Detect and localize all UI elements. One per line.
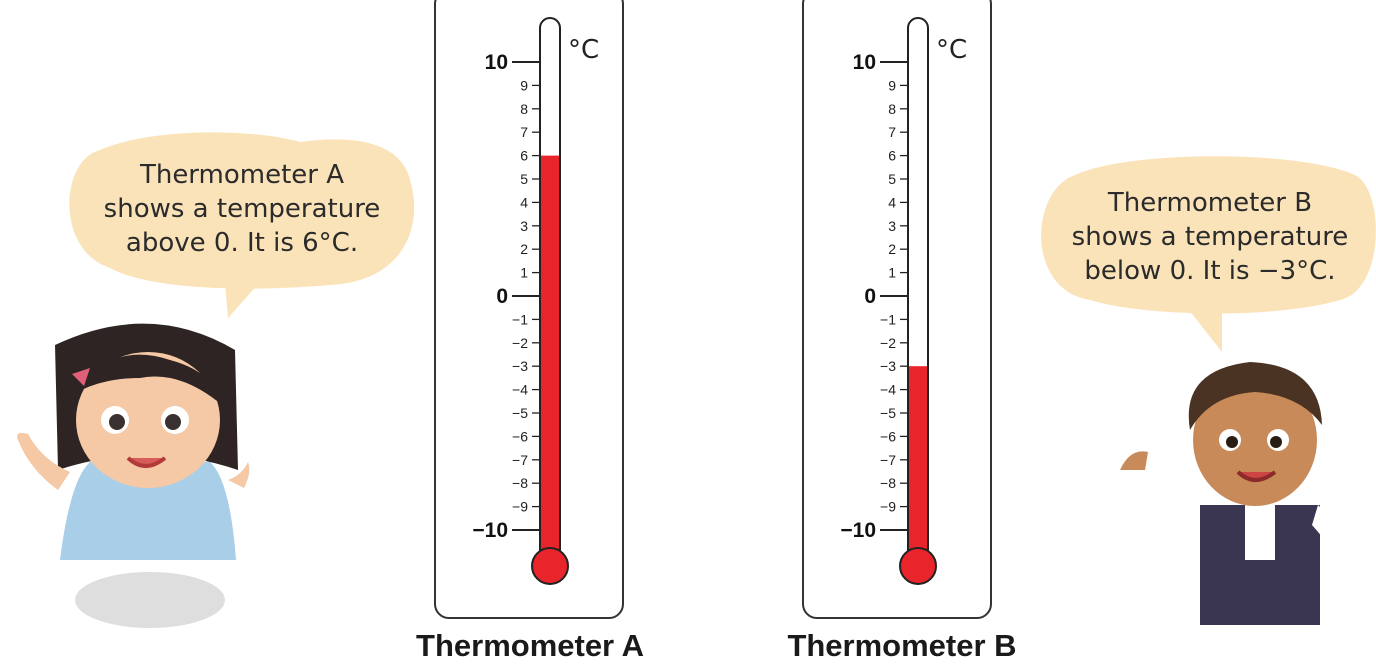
speech-bubble-b-text: Thermometer B shows a temperature below … <box>1040 186 1376 288</box>
thermometer-a-tick-label: 1 <box>520 265 528 281</box>
thermometer-a-frame <box>434 0 624 619</box>
thermometer-b-tick-label: −1 <box>880 311 896 327</box>
thermometer-b-tick-label: 3 <box>888 218 896 234</box>
bubble-b-line-3: below 0. It is −3°C. <box>1084 256 1336 286</box>
thermometer-a-tick-label: −1 <box>512 311 528 327</box>
girl-character-illustration <box>17 323 250 628</box>
thermometer-b-tick-label: −3 <box>880 358 896 374</box>
thermometer-a-tick-label: 7 <box>520 124 528 140</box>
bubble-a-line-3: above 0. It is 6°C. <box>125 228 359 258</box>
thermometer-b-tick-label: −7 <box>880 452 896 468</box>
thermometer-b-tick-label: 2 <box>888 241 896 257</box>
thermometer-b-tick-label: −6 <box>880 428 896 444</box>
bubble-a-line-1: Thermometer A <box>139 160 345 190</box>
thermometer-a-mercury <box>541 155 559 566</box>
bubble-b-line-2: shows a temperature <box>1071 222 1349 252</box>
thermometer-b-tick-label: −10 <box>840 519 876 542</box>
thermometer-b-tick-label: 4 <box>888 194 896 210</box>
thermometer-b-tick-label: 7 <box>888 124 896 140</box>
thermometer-b-tick-label: 8 <box>888 101 896 117</box>
thermometer-b-frame <box>802 0 992 619</box>
thermometer-b-bulb <box>899 547 937 585</box>
thermometer-a-tick-label: −10 <box>472 519 508 542</box>
thermometer-b-tick-label: 10 <box>853 51 876 74</box>
thermometer-a-tick-label: −8 <box>512 475 528 491</box>
boy-character-illustration <box>1120 362 1370 625</box>
thermometer-a-bulb <box>531 547 569 585</box>
thermometer-b-tick-label: 0 <box>864 285 876 308</box>
thermometer-a-tick-label: 8 <box>520 101 528 117</box>
thermometer-b-tick-label: −5 <box>880 405 896 421</box>
thermometer-a-tick-label: −4 <box>512 382 528 398</box>
thermometer-b-caption: Thermometer B <box>787 628 1017 663</box>
speech-bubble-a <box>69 132 415 318</box>
thermometer-a-tick-label: −2 <box>512 335 528 351</box>
bubble-b-line-1: Thermometer B <box>1107 188 1313 218</box>
thermometer-a-tick-label: 10 <box>485 51 508 74</box>
speech-bubble-a-text: Thermometer A shows a temperature above … <box>72 158 412 260</box>
thermometer-a-tick-label: 3 <box>520 218 528 234</box>
thermometer-a-tick-label: −9 <box>512 499 528 515</box>
thermometer-a-tick-label: 0 <box>496 285 508 308</box>
thermometer-a-tick-label: 6 <box>520 148 528 164</box>
thermometer-a-tick-label: 9 <box>520 77 528 93</box>
thermometer-a-tick-label: −7 <box>512 452 528 468</box>
thermometer-a-tick-label: −5 <box>512 405 528 421</box>
thermometer-a-tick-label: 4 <box>520 194 528 210</box>
thermometer-a-tick-label: −3 <box>512 358 528 374</box>
thermometer-b-tick-label: −8 <box>880 475 896 491</box>
thermometer-a-tick-label: 2 <box>520 241 528 257</box>
thermometer-a-caption: Thermometer A <box>416 628 644 663</box>
speech-bubble-b <box>1041 156 1376 352</box>
thermometer-a-unit: °C <box>568 35 599 65</box>
bubble-a-line-2: shows a temperature <box>103 194 381 224</box>
thermometer-b-tick-label: 6 <box>888 148 896 164</box>
thermometer-b-mercury <box>909 366 927 566</box>
thermometer-b-tick-label: 9 <box>888 77 896 93</box>
thermometer-b-unit: °C <box>936 35 967 65</box>
thermometer-a-tick-label: 5 <box>520 171 528 187</box>
thermometer-b-tick-label: −9 <box>880 499 896 515</box>
thermometer-a-tick-label: −6 <box>512 428 528 444</box>
thermometer-b-tick-label: −4 <box>880 382 896 398</box>
thermometer-b-tick-label: 5 <box>888 171 896 187</box>
thermometer-b-tick-label: 1 <box>888 265 896 281</box>
thermometer-b-tick-label: −2 <box>880 335 896 351</box>
